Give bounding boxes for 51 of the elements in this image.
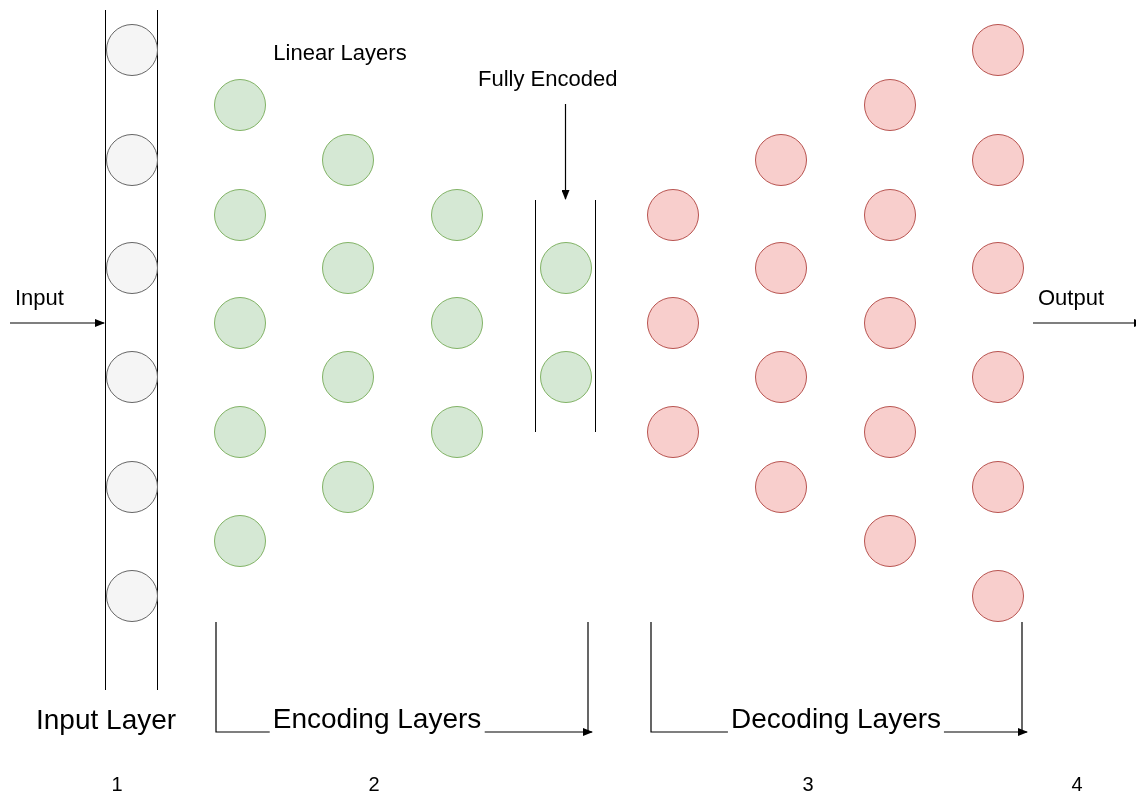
neuron-circle bbox=[755, 134, 807, 186]
neuron-circle bbox=[864, 297, 916, 349]
neuron-circle bbox=[647, 189, 699, 241]
neuron-circle bbox=[106, 570, 158, 622]
output-label: Output bbox=[1038, 285, 1128, 315]
neuron-circle bbox=[106, 134, 158, 186]
neuron-circle bbox=[972, 570, 1024, 622]
neuron-circle bbox=[972, 461, 1024, 513]
neuron-circle bbox=[755, 461, 807, 513]
neuron-circle bbox=[972, 242, 1024, 294]
neuron-circle bbox=[106, 351, 158, 403]
neuron-circle bbox=[972, 134, 1024, 186]
section-label: Linear Layers bbox=[273, 40, 407, 66]
neuron-circle bbox=[106, 461, 158, 513]
neuron-circle bbox=[864, 189, 916, 241]
neuron-circle bbox=[755, 351, 807, 403]
callout-number: 1 bbox=[111, 773, 123, 794]
neuron-circle bbox=[431, 189, 483, 241]
encoded-layer-band bbox=[535, 200, 596, 432]
neuron-circle bbox=[864, 515, 916, 567]
arrow bbox=[1032, 319, 1136, 327]
neuron-circle bbox=[864, 406, 916, 458]
neuron-circle bbox=[214, 189, 266, 241]
arrow bbox=[561, 103, 570, 200]
layer-heading: Input Layer bbox=[36, 704, 177, 737]
callout-number: 3 bbox=[802, 773, 814, 794]
neuron-circle bbox=[540, 242, 592, 294]
neuron-circle bbox=[106, 242, 158, 294]
callout-number: 2 bbox=[368, 773, 380, 794]
input-label: Input bbox=[15, 285, 85, 315]
neuron-circle bbox=[972, 351, 1024, 403]
neuron-circle bbox=[972, 24, 1024, 76]
neuron-circle bbox=[214, 79, 266, 131]
neuron-circle bbox=[214, 406, 266, 458]
neuron-circle bbox=[647, 406, 699, 458]
neuron-circle bbox=[755, 242, 807, 294]
neuron-circle bbox=[540, 351, 592, 403]
neuron-circle bbox=[322, 134, 374, 186]
neuron-circle bbox=[322, 461, 374, 513]
neuron-circle bbox=[322, 242, 374, 294]
callout-number: 4 bbox=[1071, 773, 1083, 794]
arrow bbox=[9, 319, 105, 327]
neuron-circle bbox=[214, 515, 266, 567]
encoded-label: Fully Encoded bbox=[478, 66, 653, 96]
neuron-circle bbox=[864, 79, 916, 131]
neuron-circle bbox=[214, 297, 266, 349]
neuron-circle bbox=[431, 297, 483, 349]
neuron-circle bbox=[106, 24, 158, 76]
neuron-circle bbox=[322, 351, 374, 403]
neuron-circle bbox=[431, 406, 483, 458]
neuron-circle bbox=[647, 297, 699, 349]
